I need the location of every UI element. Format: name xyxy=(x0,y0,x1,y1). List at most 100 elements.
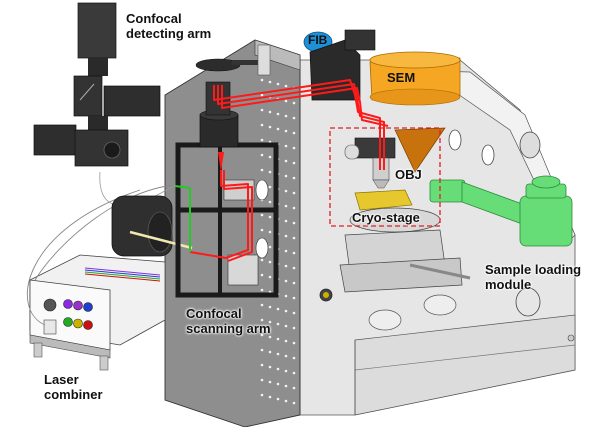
mounting-hole xyxy=(284,144,288,148)
mounting-hole xyxy=(292,251,296,255)
label-cryo-stage: Cryo-stage xyxy=(352,210,420,225)
mounting-hole xyxy=(276,322,280,326)
mounting-hole xyxy=(268,395,272,399)
label-sample-loading-module: Sample loading module xyxy=(485,262,582,292)
mounting-hole xyxy=(276,82,280,86)
label-sem: SEM xyxy=(387,70,416,85)
mounting-hole xyxy=(292,356,296,360)
mounting-hole xyxy=(276,352,280,356)
mounting-hole xyxy=(284,189,288,193)
mounting-hole xyxy=(284,99,288,103)
mounting-hole xyxy=(260,168,264,172)
mounting-hole xyxy=(260,273,264,277)
mounting-hole xyxy=(292,386,296,390)
mounting-hole xyxy=(268,230,272,234)
label-obj: OBJ xyxy=(395,167,422,182)
mounting-hole xyxy=(260,393,264,397)
mounting-hole xyxy=(292,206,296,210)
mounting-hole xyxy=(284,174,288,178)
mounting-hole xyxy=(284,339,288,343)
confocal-detecting-arm xyxy=(33,2,161,167)
mounting-hole xyxy=(292,131,296,135)
laser-port xyxy=(63,317,73,327)
mounting-hole xyxy=(284,204,288,208)
mounting-hole xyxy=(268,275,272,279)
mounting-hole xyxy=(268,155,272,159)
mounting-hole xyxy=(268,380,272,384)
mounting-hole xyxy=(284,129,288,133)
mounting-hole xyxy=(260,78,264,82)
mounting-hole xyxy=(268,335,272,339)
mounting-hole xyxy=(268,170,272,174)
mounting-hole xyxy=(284,369,288,373)
mounting-hole xyxy=(292,371,296,375)
laser-port xyxy=(83,320,93,330)
mounting-hole xyxy=(292,281,296,285)
mounting-hole xyxy=(260,363,264,367)
mounting-hole xyxy=(268,305,272,309)
mounting-hole xyxy=(268,350,272,354)
mounting-hole xyxy=(284,249,288,253)
mounting-hole xyxy=(284,234,288,238)
mounting-hole xyxy=(260,213,264,217)
mounting-hole xyxy=(276,382,280,386)
mounting-hole xyxy=(292,236,296,240)
mounting-hole xyxy=(284,219,288,223)
mounting-hole xyxy=(292,341,296,345)
mounting-hole xyxy=(260,153,264,157)
label-laser-combiner: Laser combiner xyxy=(44,372,103,402)
laser-ports xyxy=(63,299,93,330)
mounting-hole xyxy=(260,288,264,292)
mounting-hole xyxy=(260,333,264,337)
mounting-hole xyxy=(276,397,280,401)
mounting-hole xyxy=(260,303,264,307)
mounting-hole xyxy=(268,80,272,84)
mounting-hole xyxy=(292,176,296,180)
mounting-hole xyxy=(260,108,264,112)
mounting-hole xyxy=(268,260,272,264)
mounting-hole xyxy=(276,127,280,131)
mounting-hole xyxy=(276,367,280,371)
mounting-hole xyxy=(284,114,288,118)
mounting-hole xyxy=(268,185,272,189)
mounting-hole xyxy=(284,84,288,88)
mounting-hole xyxy=(260,318,264,322)
mounting-hole xyxy=(292,191,296,195)
mounting-hole xyxy=(268,215,272,219)
mounting-hole xyxy=(284,309,288,313)
mounting-hole xyxy=(260,348,264,352)
laser-beam-path xyxy=(189,79,389,262)
laser-port xyxy=(63,299,73,309)
mounting-hole xyxy=(284,324,288,328)
label-fib: FIB xyxy=(308,33,328,47)
mounting-hole xyxy=(268,365,272,369)
mounting-hole xyxy=(292,401,296,405)
mounting-hole xyxy=(292,266,296,270)
mounting-hole xyxy=(268,320,272,324)
laser-port xyxy=(73,318,83,329)
mounting-hole xyxy=(276,112,280,116)
mounting-hole xyxy=(292,161,296,165)
mounting-hole xyxy=(268,245,272,249)
mounting-hole xyxy=(260,93,264,97)
mounting-hole xyxy=(260,138,264,142)
mounting-hole xyxy=(292,101,296,105)
mounting-hole xyxy=(284,279,288,283)
sample-loading-module xyxy=(429,175,573,247)
mounting-hole xyxy=(260,228,264,232)
mounting-hole xyxy=(292,311,296,315)
laser-head xyxy=(111,195,193,257)
label-confocal-detecting-arm: Confocal detecting arm xyxy=(126,11,212,41)
breadboard-panel xyxy=(164,39,301,427)
laser-port xyxy=(83,302,93,312)
mounting-hole xyxy=(284,384,288,388)
mounting-hole xyxy=(260,378,264,382)
mounting-hole xyxy=(284,294,288,298)
mounting-hole xyxy=(284,264,288,268)
mounting-hole xyxy=(284,399,288,403)
mounting-hole xyxy=(284,159,288,163)
power-knob xyxy=(43,298,57,312)
mounting-hole xyxy=(284,354,288,358)
mounting-hole xyxy=(268,125,272,129)
